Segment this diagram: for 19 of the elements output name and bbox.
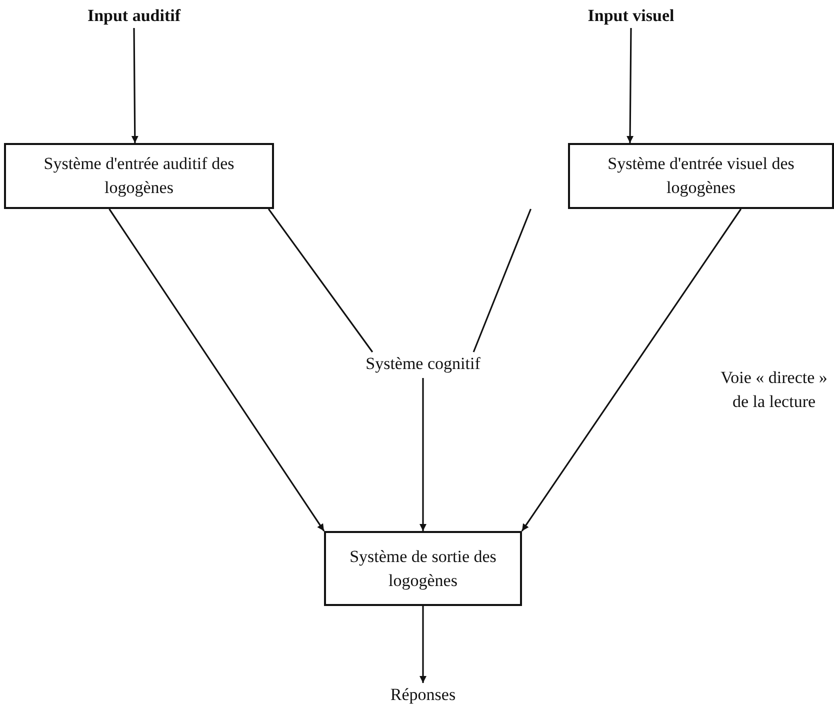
arrow <box>420 378 426 531</box>
connector-line <box>268 208 374 352</box>
arrow <box>420 606 426 683</box>
arrow <box>131 28 138 143</box>
output-label: Réponses <box>382 683 464 707</box>
input-label: Input auditif <box>78 4 190 28</box>
input-label: Input visuel <box>580 4 682 28</box>
process-box <box>4 143 274 209</box>
box-text: Système d'entrée auditif des logogènes <box>42 153 236 199</box>
box-text: Système de sortie des logogènes <box>348 546 498 592</box>
connector-line <box>472 208 532 352</box>
process-box <box>324 531 522 606</box>
box-text: Système d'entrée visuel des logogènes <box>606 153 796 199</box>
arrow <box>521 208 742 532</box>
process-box <box>568 143 834 209</box>
process-label: Système cognitif <box>344 352 502 378</box>
note-text: Voie « directe » de la lecture <box>720 367 828 413</box>
arrow <box>108 208 325 532</box>
arrow <box>626 28 634 143</box>
